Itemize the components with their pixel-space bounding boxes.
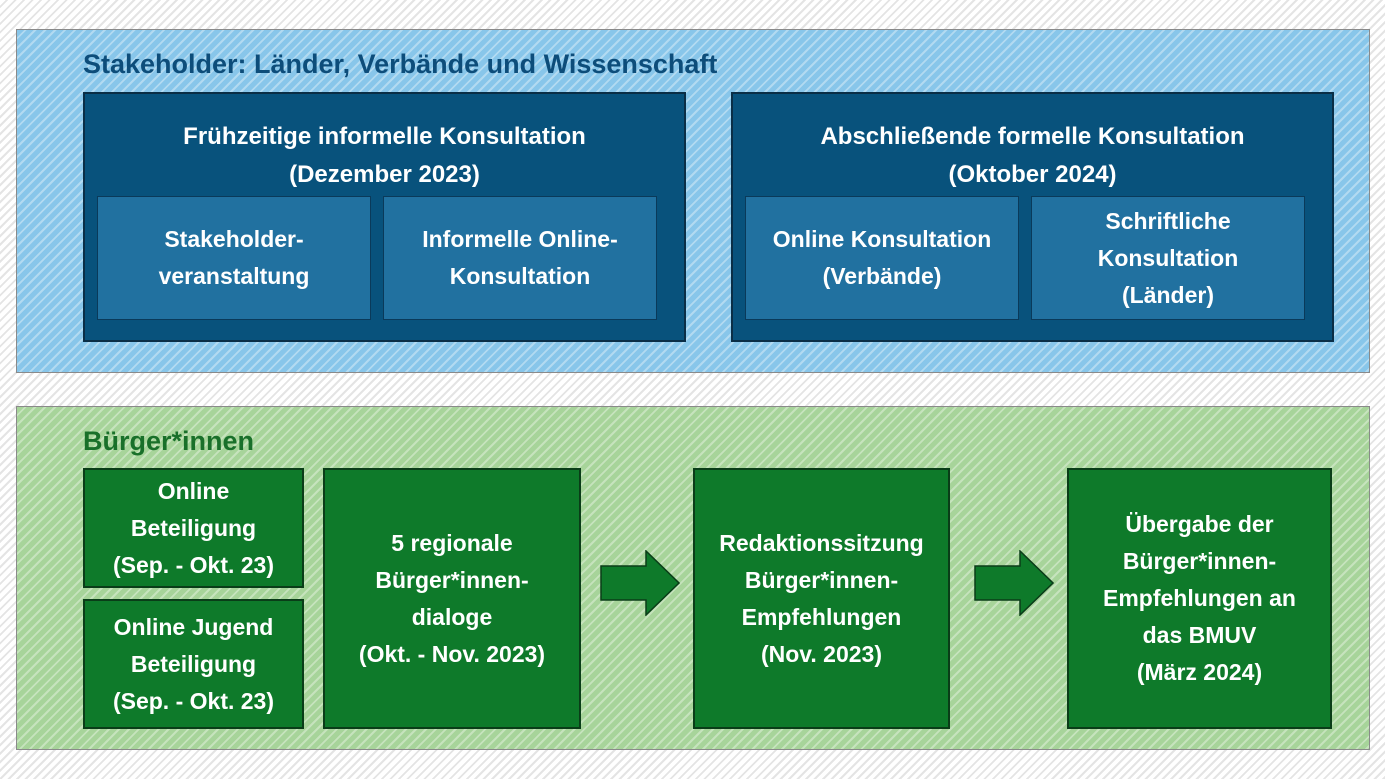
fruehzeitige-konsultation-date: (Dezember 2023) bbox=[289, 161, 480, 188]
informelle-online-konsultation-box: Informelle Online- Konsultation bbox=[383, 196, 657, 320]
schriftliche-konsultation-line2: Konsultation bbox=[1097, 244, 1239, 271]
fruehzeitige-konsultation-heading: Frühzeitige informelle Konsultation (Dez… bbox=[85, 118, 684, 194]
regionale-dialoge-line4: (Okt. - Nov. 2023) bbox=[358, 640, 546, 667]
stakeholderveranstaltung-line1: Stakeholder- bbox=[164, 226, 304, 252]
redaktionssitzung-line1: Redaktionssitzung bbox=[719, 529, 924, 556]
online-konsultation-line2: (Verbände) bbox=[822, 263, 942, 289]
fruehzeitige-konsultation-title: Frühzeitige informelle Konsultation bbox=[183, 123, 586, 150]
schriftliche-konsultation-line3: (Länder) bbox=[1121, 281, 1214, 308]
abschliessende-konsultation-box: Abschließende formelle Konsultation (Okt… bbox=[731, 92, 1334, 342]
uebergabe-line4: das BMUV bbox=[1142, 622, 1257, 648]
stakeholder-section-title: Stakeholder: Länder, Verbände und Wissen… bbox=[83, 49, 718, 79]
schriftliche-konsultation-laender-box: Schriftliche Konsultation (Länder) bbox=[1031, 196, 1305, 320]
redaktionssitzung-box: Redaktionssitzung Bürger*innen- Empfehlu… bbox=[693, 468, 950, 729]
redaktionssitzung-line4: (Nov. 2023) bbox=[760, 640, 882, 667]
redaktionssitzung-line3: Empfehlungen bbox=[741, 603, 902, 630]
online-jugend-line1: Online Jugend bbox=[113, 613, 274, 640]
fruehzeitige-konsultation-box: Frühzeitige informelle Konsultation (Dez… bbox=[83, 92, 686, 342]
online-beteiligung-box: Online Beteiligung (Sep. - Okt. 23) bbox=[83, 468, 304, 588]
online-konsultation-line1: Online Konsultation bbox=[772, 226, 992, 252]
regionale-dialoge-line3: dialoge bbox=[411, 603, 493, 630]
uebergabe-line3: Empfehlungen an bbox=[1103, 585, 1296, 611]
regionale-dialoge-line2: Bürger*innen- bbox=[375, 566, 529, 593]
redaktionssitzung-line2: Bürger*innen- bbox=[744, 566, 899, 593]
online-beteiligung-line1: Online bbox=[157, 477, 230, 504]
arrow-right-icon bbox=[600, 550, 680, 616]
online-beteiligung-line2: Beteiligung bbox=[130, 514, 257, 541]
buerger-section-title: Bürger*innen bbox=[83, 426, 255, 456]
uebergabe-empfehlungen-box: Übergabe der Bürger*innen- Empfehlungen … bbox=[1067, 468, 1332, 729]
abschliessende-konsultation-date: (Oktober 2024) bbox=[948, 161, 1117, 188]
uebergabe-line5: (März 2024) bbox=[1136, 659, 1263, 685]
online-jugend-line2: Beteiligung bbox=[130, 650, 257, 677]
stakeholderveranstaltung-box: Stakeholder- veranstaltung bbox=[97, 196, 371, 320]
informelle-online-konsultation-line2: Konsultation bbox=[449, 263, 591, 289]
regionale-buergerdialoge-box: 5 regionale Bürger*innen- dialoge (Okt. … bbox=[323, 468, 581, 729]
buerger-section: Bürger*innen Online Beteiligung (Sep. - … bbox=[16, 406, 1370, 750]
arrow-right-icon bbox=[974, 550, 1054, 616]
online-beteiligung-line3: (Sep. - Okt. 23) bbox=[112, 551, 275, 578]
abschliessende-konsultation-heading: Abschließende formelle Konsultation (Okt… bbox=[733, 118, 1332, 194]
online-jugend-line3: (Sep. - Okt. 23) bbox=[112, 687, 275, 714]
uebergabe-line2: Bürger*innen- bbox=[1122, 548, 1277, 574]
schriftliche-konsultation-line1: Schriftliche bbox=[1105, 207, 1231, 234]
online-konsultation-verbaende-box: Online Konsultation (Verbände) bbox=[745, 196, 1019, 320]
online-jugend-beteiligung-box: Online Jugend Beteiligung (Sep. - Okt. 2… bbox=[83, 599, 304, 729]
abschliessende-konsultation-title: Abschließende formelle Konsultation bbox=[820, 123, 1245, 150]
uebergabe-line1: Übergabe der bbox=[1125, 511, 1274, 537]
informelle-online-konsultation-line1: Informelle Online- bbox=[422, 226, 618, 252]
stakeholder-section: Stakeholder: Länder, Verbände und Wissen… bbox=[16, 29, 1370, 373]
regionale-dialoge-line1: 5 regionale bbox=[391, 529, 513, 556]
stakeholderveranstaltung-line2: veranstaltung bbox=[158, 263, 310, 289]
